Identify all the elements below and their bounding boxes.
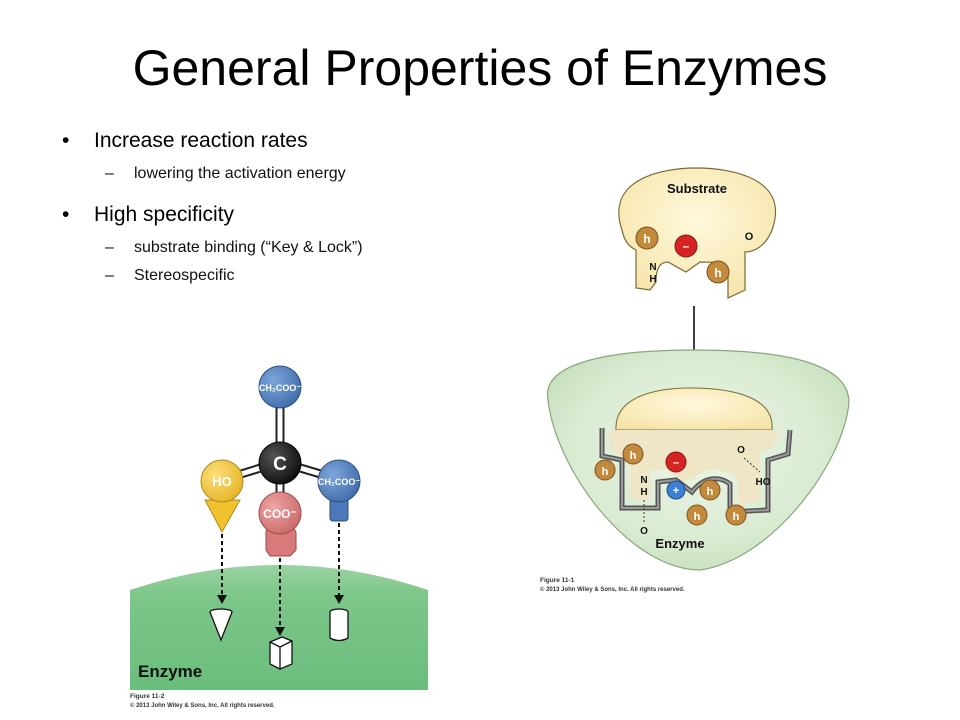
svg-text:O: O [640,526,648,537]
svg-text:–: – [683,239,690,253]
sub-bullet-text: lowering the activation energy [134,165,346,182]
sub-bullet-text: substrate binding (“Key & Lock”) [134,239,363,256]
left-group-atom: HO [200,459,244,534]
sub-bullet-text: Stereospecific [134,267,235,284]
top-group-atom: CH₂COO⁻ [258,365,302,409]
svg-text:O: O [737,445,745,456]
binding-site-cylinder [329,608,349,642]
svg-text:h: h [630,450,637,462]
enzyme-label-right: Enzyme [655,536,704,551]
bullet-group-2: High specificity – substrate binding (“K… [62,200,492,288]
svg-text:h: h [707,486,714,498]
svg-text:H: H [640,487,647,498]
svg-text:h: h [733,511,740,523]
svg-text:COO⁻: COO⁻ [263,507,297,521]
substrate-shape: Substrate h – h O N H [618,167,777,299]
svg-text:h: h [714,266,721,280]
binding-site-prism [269,636,293,670]
svg-text:HO: HO [212,474,232,489]
svg-text:h: h [643,232,650,246]
bullet-reaction-rates: Increase reaction rates [62,126,492,156]
dash-marker: – [105,267,114,284]
bullet-high-specificity: High specificity [62,200,492,230]
central-carbon-atom: C [258,441,302,485]
bullet-group-1: Increase reaction rates – lowering the a… [62,126,492,186]
svg-text:CH₂COO⁻: CH₂COO⁻ [318,477,360,487]
figure-caption-right: Figure 11-1 [540,577,575,584]
dash-marker: – [105,239,114,256]
svg-text:N: N [649,262,656,273]
copyright-right: © 2013 John Wiley & Sons, Inc. All right… [540,586,685,593]
sub-bullet-key-lock: – substrate binding (“Key & Lock”) [62,236,492,260]
svg-text:CH₂COO⁻: CH₂COO⁻ [259,383,301,393]
sub-bullet-stereospecific: – Stereospecific [62,264,492,288]
svg-text:HO: HO [756,477,771,488]
svg-text:O: O [745,231,754,243]
bullet-list: Increase reaction rates – lowering the a… [62,126,492,302]
sub-bullet-activation-energy: – lowering the activation energy [62,162,492,186]
svg-text:+: + [673,485,679,497]
svg-text:h: h [602,466,609,478]
copyright-left: © 2013 John Wiley & Sons, Inc. All right… [130,702,275,709]
svg-text:–: – [673,457,679,469]
svg-text:h: h [694,511,701,523]
binding-site-cone [209,608,233,642]
figure-caption-left: Figure 11-2 [130,693,165,700]
svg-text:H: H [649,274,656,285]
dash-marker: – [105,165,114,182]
substrate-label: Substrate [667,181,727,196]
enzyme-cup: Enzyme h h – + h h h N H O O HO [546,349,850,571]
svg-text:C: C [273,454,287,475]
binding-arrows-left [221,523,340,628]
slide-title: General Properties of Enzymes [132,40,828,96]
right-group-atom: CH₂COO⁻ [317,459,361,522]
svg-text:N: N [640,475,647,486]
front-group-atom: COO⁻ [258,491,302,557]
enzyme-label-left: Enzyme [138,662,202,681]
